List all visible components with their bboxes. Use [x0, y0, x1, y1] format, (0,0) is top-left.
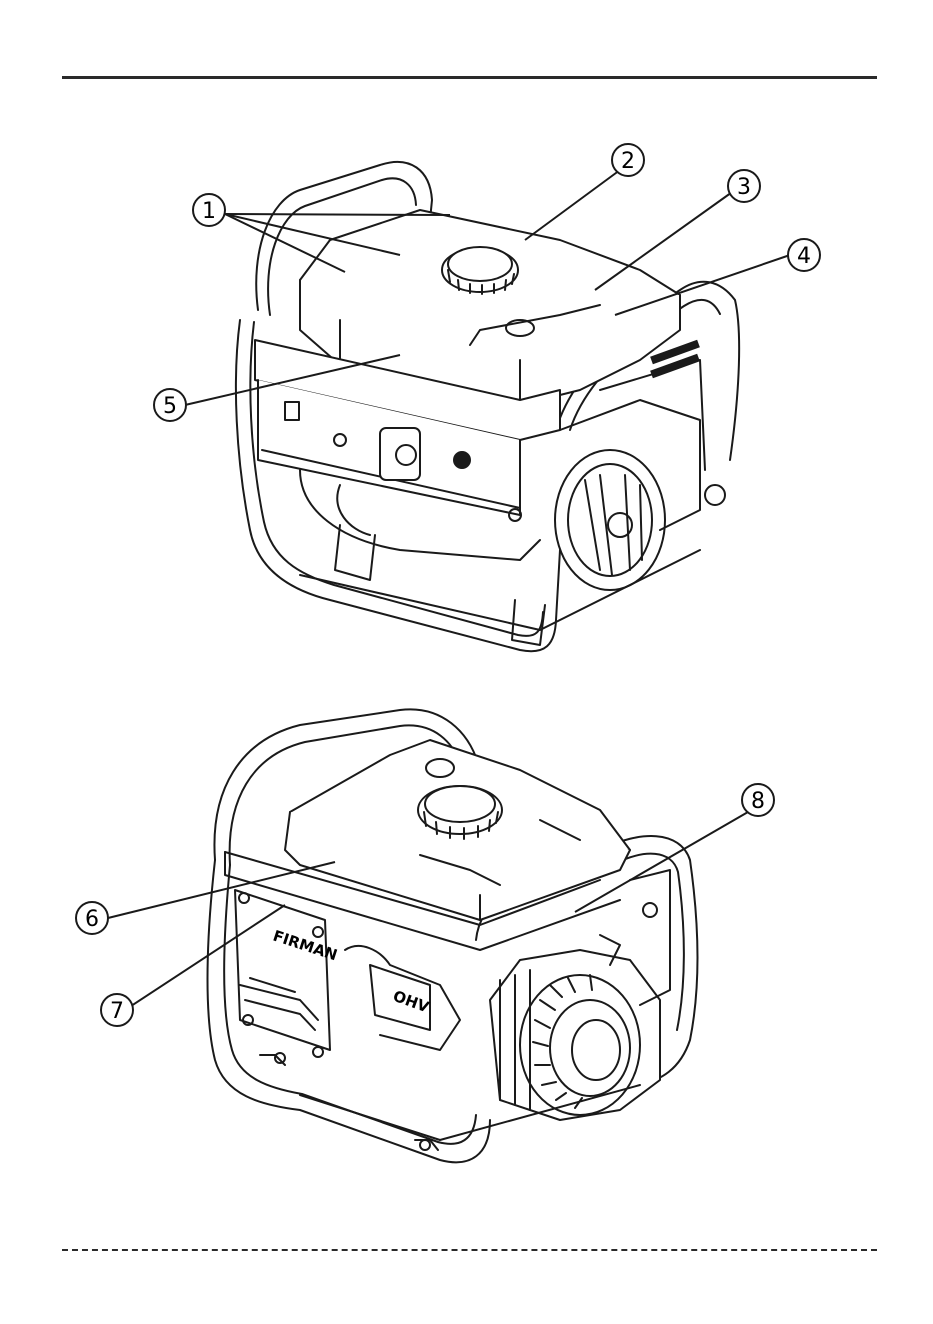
callout-3-number: 3 — [737, 175, 751, 200]
leader-line-1a — [225, 214, 450, 215]
callout-7: 7 — [101, 994, 133, 1026]
callout-2-number: 2 — [621, 149, 635, 174]
callout-5-number: 5 — [163, 394, 177, 419]
generator-front-view-figure: 1 2 3 4 5 — [0, 130, 933, 670]
leader-line-6 — [108, 862, 335, 918]
callout-3: 3 — [728, 170, 760, 202]
generator-front-illustration: 1 2 3 4 5 — [0, 130, 933, 670]
footer-rule — [62, 1249, 877, 1251]
generator-rear-illustration: FIRMAN OHV 6 7 8 — [0, 700, 933, 1220]
callout-6: 6 — [76, 902, 108, 934]
callout-8: 8 — [742, 784, 774, 816]
callout-6-number: 6 — [85, 907, 99, 932]
leader-line-3 — [595, 190, 735, 290]
header-rule — [62, 76, 877, 79]
callout-1: 1 — [193, 194, 225, 226]
leader-line-2 — [525, 170, 620, 240]
callout-8-number: 8 — [751, 789, 765, 814]
generator-rear-view-figure: FIRMAN OHV 6 7 8 — [0, 700, 933, 1220]
callout-4: 4 — [788, 239, 820, 271]
callout-4-number: 4 — [797, 244, 811, 269]
callout-7-number: 7 — [110, 999, 124, 1024]
callout-5: 5 — [154, 389, 186, 421]
callout-2: 2 — [612, 144, 644, 176]
callout-1-number: 1 — [202, 199, 216, 224]
